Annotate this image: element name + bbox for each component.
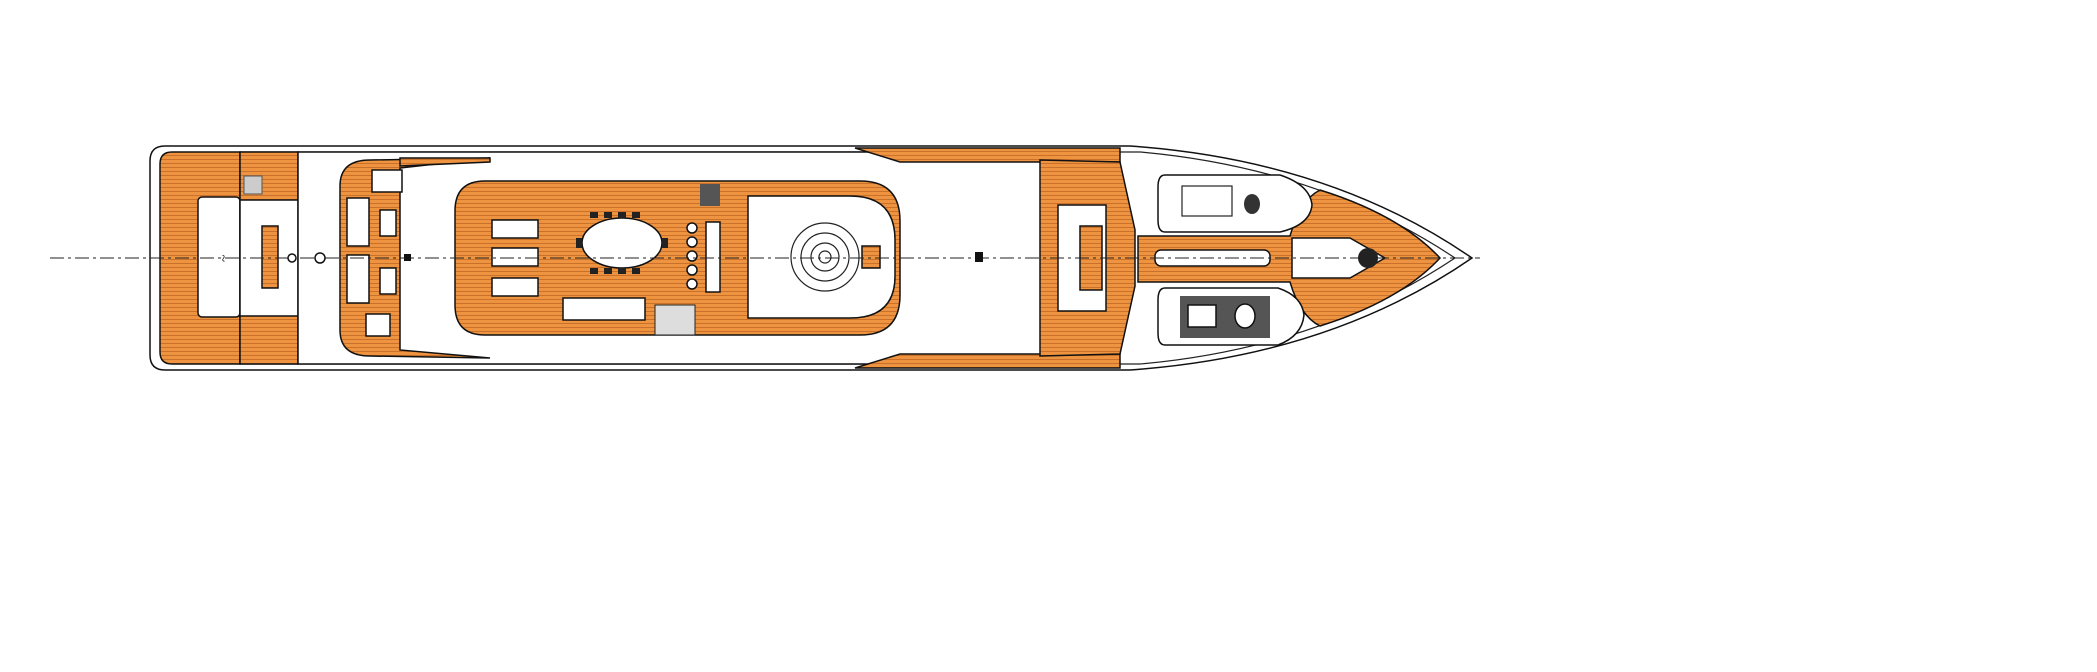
dining-table-icon — [576, 212, 668, 274]
grill-station — [654, 304, 696, 336]
jet-ski-icon — [1157, 287, 1305, 346]
hatch-icon — [243, 175, 263, 195]
bar-stools — [686, 222, 698, 290]
lounge-sofa — [562, 297, 646, 321]
aft-sun-deck — [339, 157, 491, 359]
fitting-icon-2 — [975, 252, 983, 262]
starboard-side-deck — [854, 353, 1121, 369]
sunbeds — [491, 219, 539, 297]
jacuzzi-icon — [790, 222, 860, 292]
port-side-deck — [854, 147, 1121, 163]
bar-counter — [705, 221, 721, 293]
aft-sunbeds — [346, 169, 403, 337]
stern-logo: ~ — [215, 254, 230, 262]
mast-base-icon-2 — [314, 252, 326, 264]
jacuzzi-steps — [861, 245, 881, 269]
helm-station — [700, 184, 720, 206]
mast-base-icon — [287, 253, 297, 263]
side-deck-top-aft — [399, 157, 491, 167]
fitting-icon — [404, 254, 411, 261]
tender-icon — [1157, 174, 1313, 233]
jacuzzi-area — [747, 195, 896, 319]
aft-lounge-teak — [261, 225, 279, 289]
